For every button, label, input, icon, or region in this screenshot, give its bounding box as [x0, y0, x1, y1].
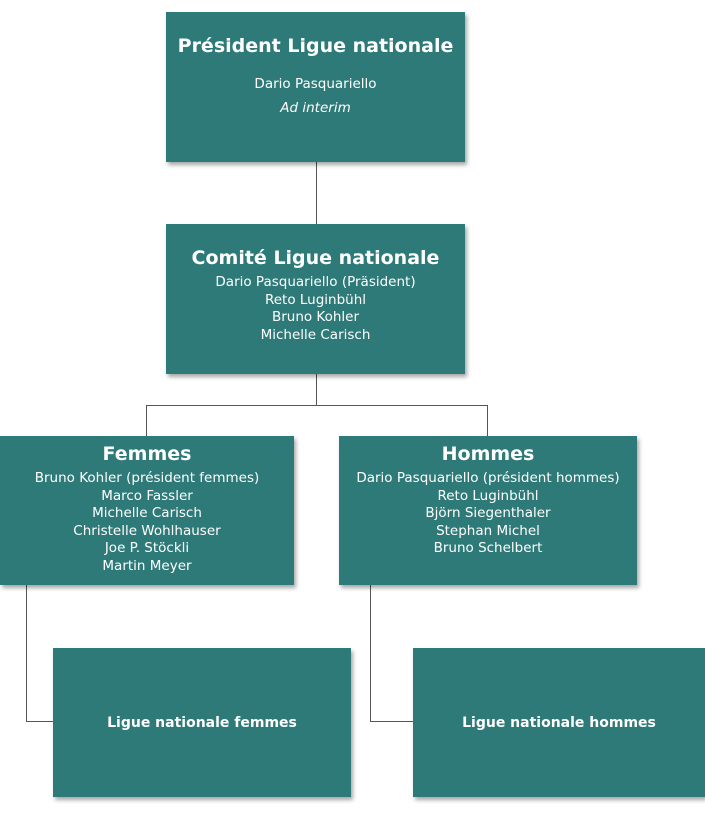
femmes-member: Joe P. Stöckli: [104, 540, 190, 556]
president-name: Dario Pasquariello: [254, 76, 377, 92]
hommes-title: Hommes: [441, 443, 535, 465]
president-note: Ad interim: [280, 99, 351, 116]
femmes-member: Bruno Kohler (président femmes): [34, 470, 260, 486]
femmes-title: Femmes: [102, 443, 192, 465]
connector-hommes-ligue-horizontal: [370, 721, 413, 722]
comite-box: Comité Ligue nationale Dario Pasquariell…: [166, 224, 465, 374]
femmes-member: Marco Fassler: [101, 487, 193, 504]
femmes-member: Michelle Carisch: [92, 505, 202, 521]
connector-branch-femmes: [146, 405, 147, 436]
ligue-hommes-box: Ligue nationale hommes: [413, 648, 705, 797]
hommes-member: Stephan Michel: [436, 522, 540, 539]
connector-femmes-ligue-vertical: [26, 585, 27, 722]
comite-member: Reto Luginbühl: [264, 291, 367, 308]
hommes-member: Dario Pasquariello (président hommes): [356, 470, 620, 486]
president-box: Président Ligue nationale Dario Pasquari…: [166, 12, 465, 162]
connector-branch-horizontal: [146, 405, 488, 406]
comite-member: Bruno Kohler: [271, 309, 360, 325]
ligue-hommes-label: Ligue nationale hommes: [462, 714, 656, 731]
comite-title: Comité Ligue nationale: [191, 247, 440, 269]
hommes-box: Hommes Dario Pasquariello (président hom…: [339, 436, 637, 585]
comite-member: Dario Pasquariello (Präsident): [215, 274, 416, 290]
ligue-femmes-label: Ligue nationale femmes: [107, 714, 297, 731]
connector-comite-down: [316, 374, 317, 406]
connector-branch-hommes: [487, 405, 488, 436]
hommes-member: Reto Luginbühl: [437, 487, 539, 504]
femmes-member: Christelle Wohlhauser: [73, 522, 221, 539]
femmes-box: Femmes Bruno Kohler (président femmes) M…: [0, 436, 294, 585]
hommes-member: Bruno Schelbert: [433, 540, 543, 556]
comite-member: Michelle Carisch: [260, 326, 371, 343]
president-title: Président Ligue nationale: [177, 35, 454, 57]
connector-femmes-ligue-horizontal: [26, 721, 53, 722]
femmes-member: Martin Meyer: [102, 557, 192, 574]
connector-hommes-ligue-vertical: [370, 585, 371, 722]
ligue-femmes-box: Ligue nationale femmes: [53, 648, 351, 797]
hommes-member: Björn Siegenthaler: [425, 505, 551, 521]
connector-president-comite: [316, 162, 317, 224]
